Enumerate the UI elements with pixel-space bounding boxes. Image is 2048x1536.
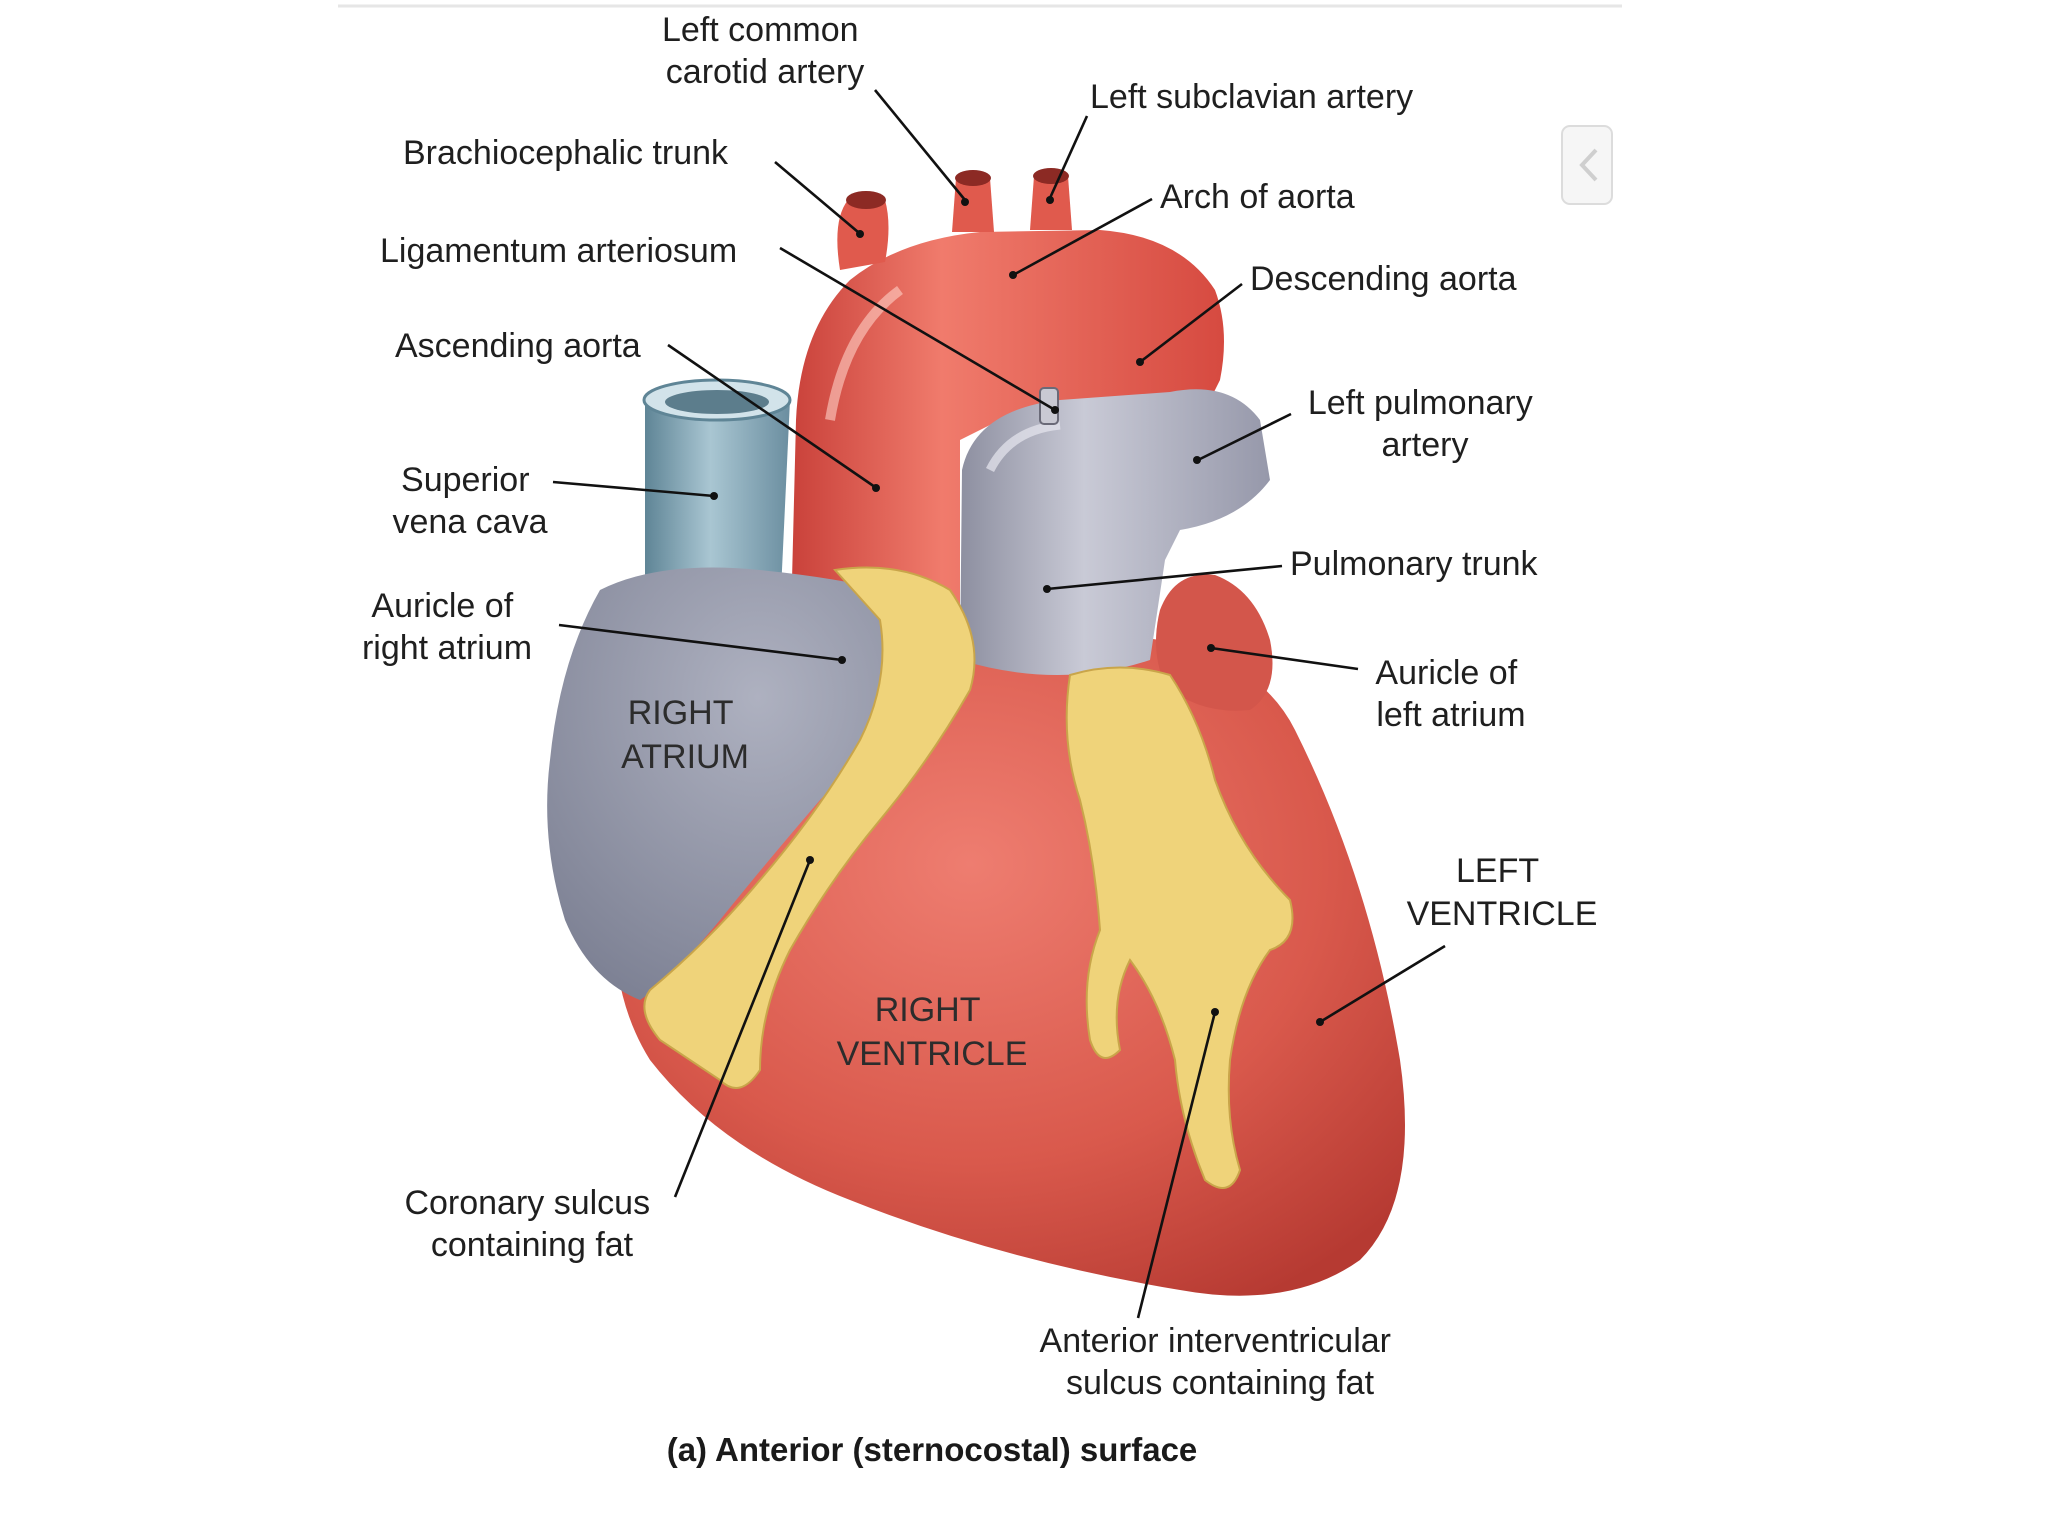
label-brachiocephalic: Brachiocephalic trunk [403, 134, 729, 172]
label-auricle-left: Auricle of left atrium [1375, 654, 1526, 734]
leader-left-subclavian [1048, 115, 1089, 199]
right-atrium-shape [547, 567, 930, 1000]
leader-left-ventricle [1319, 944, 1446, 1024]
label-coronary-sulcus: Coronary sulcus containing fat [404, 1184, 659, 1264]
pulmonary-trunk-shape [960, 389, 1270, 675]
figure-caption: (a) Anterior (sternocostal) surface [667, 1431, 1198, 1468]
region-right-atrium: RIGHT ATRIUM [621, 694, 749, 776]
coronary-sulcus-fat-shape [643, 566, 976, 1089]
leader-descending-aorta [1139, 282, 1243, 364]
label-svc: Superior vena cava [393, 461, 548, 541]
leader-coronary-sulcus [673, 859, 812, 1198]
label-pulmonary-trunk: Pulmonary trunk [1290, 545, 1539, 583]
label-left-pulmonary: Left pulmonary artery [1308, 384, 1542, 464]
label-left-common-carotid: Left common carotid artery [662, 11, 868, 91]
leader-lines [552, 89, 1446, 1319]
leader-left-common-carotid [873, 89, 967, 201]
label-interventricular: Anterior interventricular sulcus contain… [1040, 1322, 1401, 1402]
region-right-ventricle: RIGHT VENTRICLE [837, 991, 1028, 1073]
leader-arch-of-aorta [1014, 197, 1153, 276]
aorta-shape [790, 168, 1224, 660]
leader-svc [552, 480, 715, 498]
labels: Left common carotid artery Left subclavi… [362, 11, 1597, 1468]
leader-left-pulmonary [1197, 412, 1292, 462]
leader-interventricular [1136, 1011, 1217, 1319]
label-ligamentum: Ligamentum arteriosum [380, 232, 737, 270]
label-arch-of-aorta: Arch of aorta [1160, 178, 1355, 216]
label-left-subclavian: Left subclavian artery [1090, 78, 1413, 116]
left-auricle-shape [1156, 574, 1273, 711]
interventricular-fat-shape [1065, 666, 1294, 1189]
label-ascending-aorta: Ascending aorta [395, 327, 641, 365]
heart-illustration [547, 168, 1405, 1296]
leader-ascending-aorta [667, 343, 876, 489]
chevron-left-icon [1579, 148, 1598, 182]
leader-brachiocephalic [774, 161, 859, 233]
label-auricle-right: Auricle of right atrium [362, 587, 532, 667]
label-descending-aorta: Descending aorta [1250, 260, 1517, 298]
label-left-ventricle: LEFT VENTRICLE [1407, 852, 1598, 933]
leader-pulmonary-trunk [1046, 564, 1283, 591]
leader-ligamentum [779, 246, 1056, 412]
leader-auricle-left [1210, 646, 1359, 671]
leader-auricle-right [558, 623, 843, 662]
side-collapse-tab[interactable] [1561, 125, 1613, 205]
